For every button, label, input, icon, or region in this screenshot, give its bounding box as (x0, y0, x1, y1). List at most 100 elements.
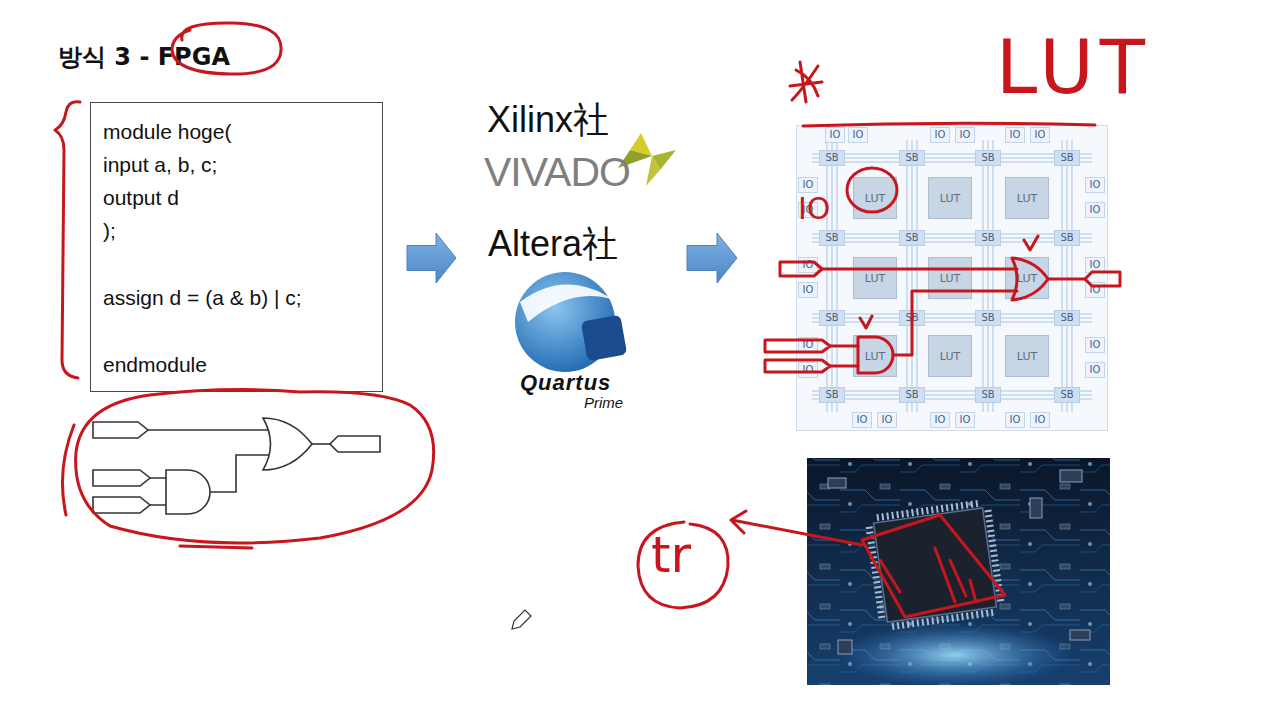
lut-block: LUT (928, 257, 972, 299)
switch-box-label: SB (981, 390, 994, 400)
quartus-logo-square (581, 315, 627, 361)
annotation-scribble (790, 62, 822, 102)
io-label: IO (803, 365, 814, 375)
vivado-logo-mark (646, 156, 660, 186)
io-block: IO (798, 362, 818, 378)
flow-arrow (687, 233, 737, 283)
io-label: IO (1090, 180, 1101, 190)
lut-block: LUT (1005, 177, 1049, 219)
switch-box: SB (1054, 310, 1080, 326)
lut-block: LUT (853, 335, 897, 377)
toolchain-group: Xilinx社VIVADOAltera社QuartusPrime (480, 95, 680, 415)
routing-channel (827, 140, 1072, 412)
io-label: IO (960, 130, 971, 140)
io-block: IO (1085, 177, 1105, 193)
input-pad (93, 497, 150, 513)
io-block: IO (848, 127, 868, 143)
switch-box-label: SB (905, 153, 918, 163)
annotation-bracket (55, 102, 80, 378)
wire (148, 429, 272, 431)
code-box: module hoge(input a, b, c;output d);assi… (90, 102, 383, 392)
pcb-component (828, 478, 846, 488)
io-label: IO (857, 415, 868, 425)
io-label: IO (882, 415, 893, 425)
annotation-bracket (62, 425, 74, 515)
io-label: IO (960, 415, 971, 425)
chip-body (874, 508, 997, 622)
lut-label: LUT (940, 351, 960, 362)
tool-logo-text: Prime (584, 394, 623, 411)
annotation-text: tr (651, 530, 691, 580)
switch-box: SB (1054, 387, 1080, 403)
lut-label: LUT (865, 273, 885, 284)
vendor-name: Xilinx社 (487, 100, 609, 140)
io-block: IO (798, 282, 818, 298)
annotation-pad (780, 262, 822, 276)
page-title: 방식 3 - FPGA (58, 42, 230, 72)
switch-box: SB (975, 150, 1001, 166)
lut-block: LUT (853, 257, 897, 299)
pcb-component (838, 640, 852, 654)
io-block: IO (798, 257, 818, 273)
io-label: IO (830, 130, 841, 140)
io-label: IO (1090, 285, 1101, 295)
io-label: IO (1010, 415, 1021, 425)
annotation-pad (765, 360, 830, 372)
pcb-component (1030, 498, 1042, 518)
io-block: IO (798, 177, 818, 193)
annotation-wire (1048, 278, 1085, 281)
switch-box-label: SB (905, 313, 918, 323)
or-gate (263, 418, 312, 470)
fpga-fabric: IOIOIOIOIOIOSBSBSBSBIOIOLUTLUTLUTIOIOSBS… (796, 125, 1108, 431)
io-label: IO (1035, 415, 1046, 425)
io-block: IO (955, 412, 975, 428)
input-pad (93, 422, 148, 438)
io-label: IO (1010, 130, 1021, 140)
lut-block: LUT (928, 177, 972, 219)
io-block: IO (1085, 282, 1105, 298)
tool-logo-text: VIVADO (484, 147, 630, 197)
io-label: IO (1090, 260, 1101, 270)
switch-box: SB (899, 150, 925, 166)
io-block: IO (1085, 202, 1105, 218)
code-line: ); (103, 219, 116, 243)
pcb-component (1060, 470, 1082, 482)
and-gate (166, 470, 210, 514)
wire (312, 443, 330, 445)
io-label: IO (803, 180, 814, 190)
annotation-arrow (731, 511, 862, 545)
io-label: IO (935, 130, 946, 140)
io-block: IO (930, 127, 950, 143)
flow-arrow (407, 233, 456, 283)
switch-box-label: SB (981, 153, 994, 163)
chip (868, 502, 1002, 628)
switch-box: SB (819, 150, 845, 166)
io-block: IO (1085, 337, 1105, 353)
quartus-logo-swoosh (520, 284, 614, 322)
io-block: IO (798, 337, 818, 353)
annotation-underline (180, 546, 252, 548)
io-label: IO (1090, 340, 1101, 350)
lut-block: LUT (853, 177, 897, 219)
annotation-or-gate (1012, 258, 1048, 300)
switch-box: SB (1054, 150, 1080, 166)
io-block: IO (1005, 127, 1025, 143)
switch-box: SB (975, 310, 1001, 326)
code-line: endmodule (103, 353, 207, 377)
switch-box: SB (899, 310, 925, 326)
annotation-scribble (880, 548, 976, 602)
annotation-tick (860, 236, 1038, 328)
switch-box: SB (975, 230, 1001, 246)
annotation-outline (862, 515, 1005, 617)
switch-box-label: SB (1060, 313, 1073, 323)
annotation-wire (830, 346, 858, 366)
annotation-circle (847, 168, 897, 212)
switch-box-label: SB (905, 390, 918, 400)
wire (150, 478, 166, 505)
wire (210, 455, 274, 492)
annotation-circle (638, 522, 728, 608)
annotation-wire (822, 268, 1017, 271)
lut-block: LUT (1005, 257, 1049, 299)
